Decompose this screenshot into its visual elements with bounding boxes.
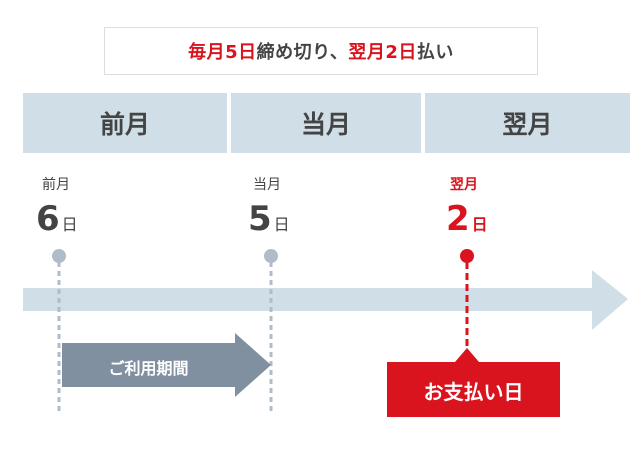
day-number: 2: [446, 199, 470, 239]
title-text-end: 払い: [416, 42, 454, 63]
dot-2: [264, 249, 278, 263]
day-unit: 日: [471, 215, 488, 234]
usage-period-arrow: [62, 333, 271, 397]
title-closing: 毎月5日: [188, 42, 257, 63]
point-month-3: 翌月: [450, 177, 478, 193]
point-month-2: 当月: [253, 177, 281, 193]
point-month-1: 前月: [42, 177, 70, 193]
title-text: 締め切り、: [256, 42, 349, 63]
usage-period-label: ご利用期間: [108, 359, 189, 378]
header-next-month: 翌月: [425, 93, 630, 153]
title-box: 毎月5日締め切り、翌月2日払い: [104, 27, 538, 75]
timeline-arrow: [23, 270, 628, 330]
day-number: 6: [36, 199, 60, 239]
dot-payment: [460, 249, 474, 263]
dot-1: [52, 249, 66, 263]
header-current-month: 当月: [231, 93, 421, 153]
payment-box: [387, 362, 560, 417]
payment-day-label: お支払い日: [423, 380, 524, 404]
payment-pointer: [455, 348, 479, 362]
day-number: 5: [248, 199, 272, 239]
title-payment: 翌月2日: [348, 42, 417, 63]
header-previous-month: 前月: [23, 93, 227, 153]
day-unit: 日: [61, 215, 78, 234]
day-unit: 日: [273, 215, 290, 234]
